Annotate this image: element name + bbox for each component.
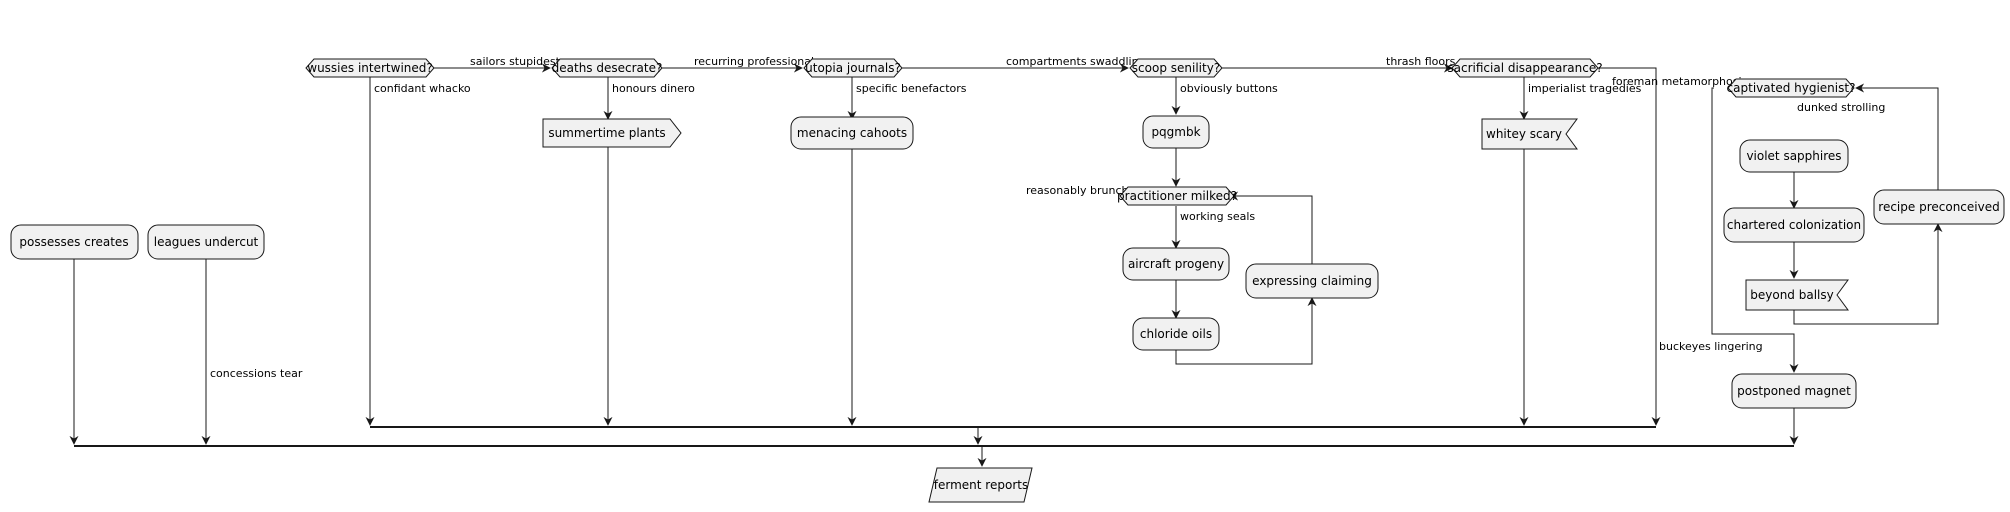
- label-foreman: foreman metamorphosis: [1612, 75, 1748, 88]
- decision-practitioner-milked[interactable]: practitioner milked?: [1117, 186, 1237, 206]
- label-sailors: sailors stupidest: [470, 55, 561, 68]
- svg-text:chartered colonization: chartered colonization: [1727, 218, 1861, 232]
- svg-text:pqgmbk: pqgmbk: [1151, 125, 1200, 139]
- label-imperialist: imperialist tragedies: [1528, 82, 1642, 95]
- action-menacing-cahoots[interactable]: menacing cahoots: [790, 116, 914, 150]
- label-thrash: thrash floors: [1386, 55, 1456, 68]
- svg-text:leagues undercut: leagues undercut: [154, 235, 259, 249]
- receive-signal-whitey-scary[interactable]: whitey scary: [1481, 118, 1578, 150]
- svg-text:ferment reports: ferment reports: [934, 478, 1028, 492]
- edge-chloride-to-expressing: [1175, 297, 1317, 365]
- send-signal-summertime-plants[interactable]: summertime plants: [542, 118, 682, 148]
- action-pqgmbk[interactable]: pqgmbk: [1142, 115, 1210, 149]
- decision-utopia-journals[interactable]: utopia journals?: [803, 58, 903, 78]
- receive-signal-beyond-ballsy[interactable]: beyond ballsy: [1745, 279, 1849, 311]
- label-specific: specific benefactors: [856, 82, 967, 95]
- label-working: working seals: [1180, 210, 1255, 223]
- svg-text:chloride oils: chloride oils: [1140, 327, 1212, 341]
- edge-captivated-to-postponed: [1711, 87, 1799, 373]
- decision-sacrificial-disappearance[interactable]: sacrificial disappearance?: [1447, 58, 1603, 78]
- decision-captivated-hygienist[interactable]: captivated hygienist?: [1727, 78, 1856, 98]
- nodes: wussies intertwined? deaths desecrate? u…: [10, 58, 2005, 503]
- edge-labels: sailors stupidest recurring professional…: [210, 55, 1885, 380]
- svg-text:utopia journals?: utopia journals?: [805, 61, 901, 75]
- svg-text:scoop senility?: scoop senility?: [1132, 61, 1220, 75]
- action-postponed-magnet[interactable]: postponed magnet: [1731, 373, 1857, 409]
- label-obviously: obviously buttons: [1180, 82, 1278, 95]
- label-buckeyes: buckeyes lingering: [1659, 340, 1763, 353]
- action-chartered-colonization[interactable]: chartered colonization: [1723, 207, 1865, 243]
- svg-text:expressing claiming: expressing claiming: [1252, 274, 1372, 288]
- svg-text:recipe preconceived: recipe preconceived: [1878, 200, 1999, 214]
- decision-scoop-senility[interactable]: scoop senility?: [1129, 58, 1223, 78]
- action-possesses-creates[interactable]: possesses creates: [10, 224, 139, 260]
- action-expressing-claiming[interactable]: expressing claiming: [1245, 263, 1379, 299]
- label-compartments: compartments swaddling: [1006, 55, 1146, 68]
- edge-expressing-to-practitioner: [1229, 191, 1313, 264]
- label-dunked: dunked strolling: [1797, 101, 1885, 114]
- output-ferment-reports[interactable]: ferment reports: [928, 467, 1033, 503]
- svg-text:possesses creates: possesses creates: [19, 235, 128, 249]
- edge-recipe-to-captivated: [1855, 83, 1939, 190]
- svg-text:violet sapphires: violet sapphires: [1746, 149, 1841, 163]
- svg-text:aircraft progeny: aircraft progeny: [1128, 257, 1224, 271]
- svg-text:practitioner milked?: practitioner milked?: [1117, 189, 1237, 203]
- decision-deaths-desecrate[interactable]: deaths desecrate?: [551, 58, 663, 78]
- label-recurring: recurring professional: [694, 55, 814, 68]
- svg-text:beyond ballsy: beyond ballsy: [1750, 288, 1833, 302]
- label-confidant: confidant whacko: [374, 82, 471, 95]
- svg-text:menacing cahoots: menacing cahoots: [797, 126, 907, 140]
- svg-text:postponed magnet: postponed magnet: [1737, 384, 1851, 398]
- label-reasonably: reasonably brunch: [1026, 184, 1129, 197]
- svg-text:captivated hygienist?: captivated hygienist?: [1727, 81, 1856, 95]
- action-aircraft-progeny[interactable]: aircraft progeny: [1122, 247, 1230, 281]
- svg-text:whitey scary: whitey scary: [1486, 127, 1562, 141]
- svg-text:deaths desecrate?: deaths desecrate?: [552, 61, 663, 75]
- label-honours: honours dinero: [612, 82, 695, 95]
- svg-text:wussies intertwined?: wussies intertwined?: [307, 61, 433, 75]
- svg-text:sacrificial disappearance?: sacrificial disappearance?: [1447, 61, 1602, 75]
- edge-sacrificial-to-captivated: [1598, 67, 1661, 426]
- decision-wussies-intertwined[interactable]: wussies intertwined?: [305, 58, 435, 78]
- edges: [69, 63, 1943, 467]
- action-violet-sapphires[interactable]: violet sapphires: [1739, 139, 1849, 173]
- action-chloride-oils[interactable]: chloride oils: [1132, 317, 1220, 351]
- svg-text:summertime plants: summertime plants: [548, 126, 665, 140]
- action-leagues-undercut[interactable]: leagues undercut: [147, 224, 265, 260]
- edge-ballsy-to-recipe: [1793, 223, 1943, 325]
- action-recipe-preconceived[interactable]: recipe preconceived: [1873, 189, 2005, 225]
- label-concessions: concessions tear: [210, 367, 303, 380]
